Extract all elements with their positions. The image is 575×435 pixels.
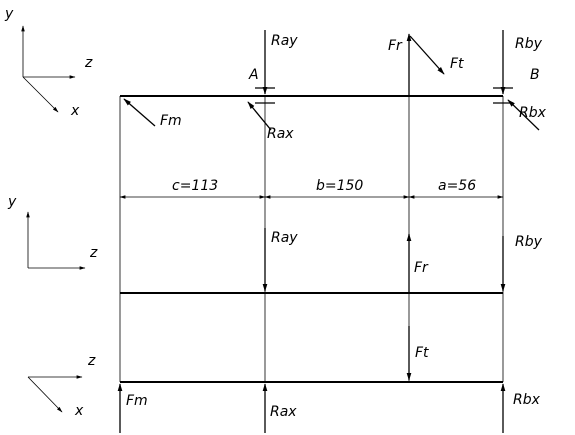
rax-label-horiz: Rax (270, 404, 297, 420)
axis-x-label-bottom: x (74, 403, 84, 419)
support-b-label: B (530, 67, 540, 83)
axis-z-label-mid: z (89, 245, 98, 261)
top-view: A B Ray Rax Fr Ft Rby Rbx Fm (120, 30, 547, 142)
axis-z-label: z (84, 55, 93, 71)
fm-label-top: Fm (160, 113, 182, 129)
rby-label-top: Rby (515, 36, 543, 52)
axes-top: y z x (4, 6, 93, 119)
axis-z-label-bottom: z (87, 353, 96, 369)
rbx-label-top: Rbx (519, 105, 547, 121)
fm-label-horiz: Fm (126, 393, 148, 409)
axes-middle: y z (7, 194, 98, 270)
fr-label-vert: Fr (414, 260, 429, 276)
axes-bottom: z x (27, 353, 96, 419)
fr-label-top: Fr (388, 38, 403, 54)
ft-label-horiz: Ft (415, 345, 429, 361)
rbx-label-horiz: Rbx (513, 392, 541, 408)
extension-lines (119, 96, 504, 382)
ray-label-vert: Ray (271, 230, 298, 246)
axis-y-label: y (4, 6, 14, 22)
rax-label-top: Rax (267, 126, 294, 142)
dim-a-label: a=56 (438, 178, 476, 194)
axis-x-label: x (70, 103, 80, 119)
support-a-label: A (248, 67, 259, 83)
ray-label-top: Ray (271, 33, 298, 49)
force-fm-top (123, 98, 156, 127)
dimension-line: c=113 b=150 a=56 (119, 178, 504, 199)
rby-label-vert: Rby (515, 234, 543, 250)
ft-label-top: Ft (450, 56, 464, 72)
dim-b-label: b=150 (316, 178, 363, 194)
dim-c-label: c=113 (172, 178, 218, 194)
horizontal-plane: Ft Fm Rax Rbx (117, 326, 541, 433)
vertical-plane: Ray Fr Rby (120, 228, 543, 294)
force-rbx-top (507, 99, 540, 131)
force-ft-top (409, 35, 445, 75)
axis-y-label-mid: y (7, 194, 17, 210)
force-rax-top (247, 101, 272, 131)
